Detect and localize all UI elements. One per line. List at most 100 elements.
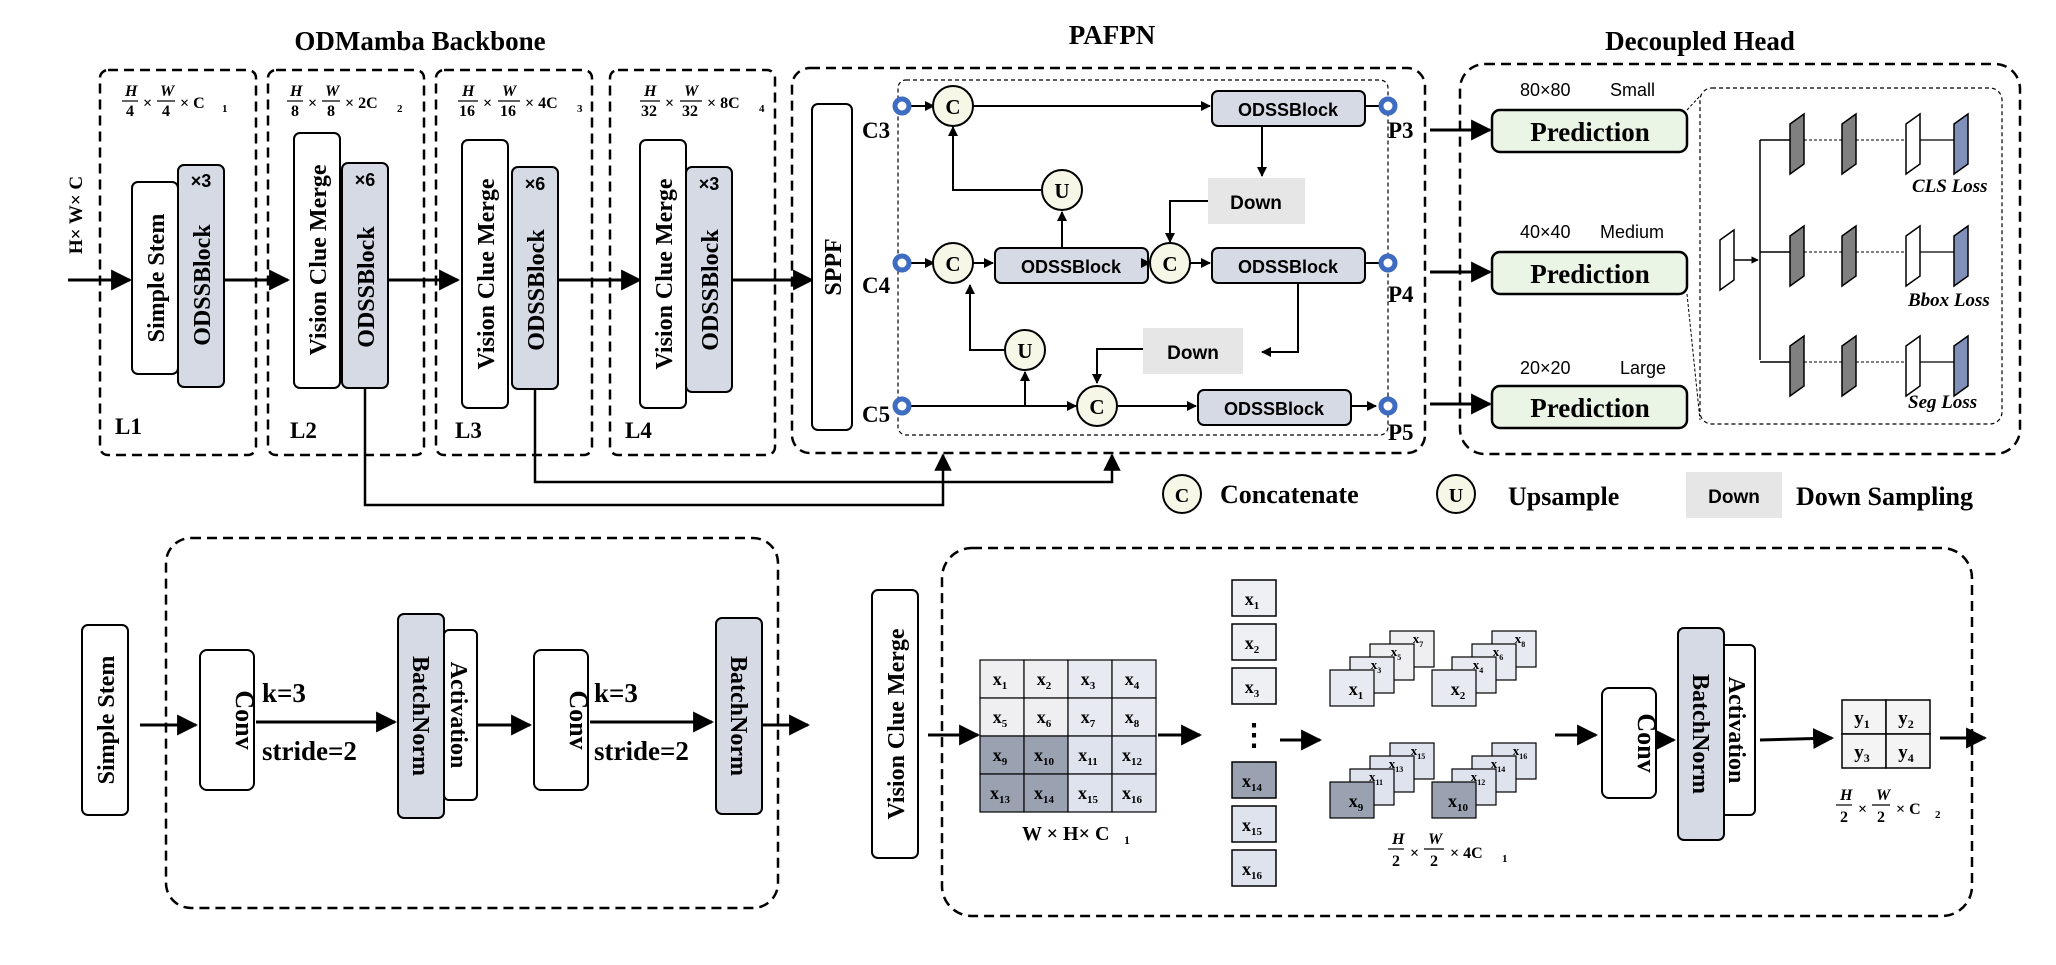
pafpn: SPPF C3 C4 C5 P3 P4 P5 C ODSSBlock U Dow… [790,66,1427,455]
out-cap-b: 2 [1840,809,1848,826]
sppf-label: SPPF [821,238,847,295]
stacked-patch-label: x16 [1513,743,1528,761]
prediction-large [1490,384,1689,430]
upsample-node-1-label: U [1054,179,1069,203]
sequence-token [1231,849,1277,887]
sequence-token [1231,805,1277,843]
prediction-large-label: Prediction [1530,393,1649,423]
patch-cell-label: x9 [993,745,1008,768]
odss-p5 [1197,389,1352,426]
stem-param-k-1: k=3 [262,678,306,708]
output-cell [1885,733,1931,769]
odss-c4-label: ODSSBlock [1021,257,1122,277]
stage-l2-box [266,68,426,457]
output-cell [1841,733,1887,769]
odss-p5-label: ODSSBlock [1224,399,1325,419]
dim-l1-sub: 1 [222,103,228,115]
output-cell-label: y4 [1898,742,1914,765]
port-c4 [892,253,912,273]
vcm-stack-caption: H 2 × W 2 × 4C 1 [1388,831,1508,870]
sequence-token-label: x15 [1242,815,1263,838]
port-p4 [1378,253,1398,273]
dim-l2-tail: × 2C [345,95,378,112]
svg-text:×: × [1410,845,1419,862]
pafpn-outer-box [790,66,1427,455]
svg-text:×: × [1858,801,1867,818]
patch-cell [1023,659,1069,699]
stage-l2-dim: H 8 × W 8 × 2C 2 [287,83,403,120]
stacked-patch-label: x14 [1491,756,1506,774]
patch-cell [1023,773,1069,813]
sequence-token [1231,761,1277,799]
patch-cell [979,659,1025,699]
dim-l4-tail: × 8C [707,95,740,112]
patch-cell-label: x10 [1034,745,1055,768]
stacked-patch-label: x8 [1515,631,1526,649]
head-inner-box [1699,87,2003,425]
stack-cap-sub: 1 [1502,853,1508,865]
port-c5 [892,396,912,416]
patch-cell [1067,697,1113,737]
patch-cell [1111,773,1157,813]
upsample-node-2-label: U [1017,339,1032,363]
skip-l2-to-c4 [533,389,1121,484]
patch-cell-label: x5 [993,707,1008,730]
patch-cell-label: x6 [1037,707,1052,730]
dim-l2-a: H [289,83,303,100]
legend-upsample-label: Upsample [1508,482,1619,511]
stage-l1-box [98,68,258,457]
stage-l4-dim: H 32 × W 32 × 8C 4 [640,83,765,120]
dim-l2-d: 8 [327,103,335,120]
patch-cell-label: x11 [1078,745,1097,768]
dim-l2-c: W [325,83,341,100]
legend-upsample-symbol: U [1449,485,1463,507]
stacked-patch-label: x12 [1471,769,1486,787]
output-cell [1885,699,1931,735]
p4-label: P4 [1388,282,1414,307]
stack-cap-c: W [1428,831,1444,848]
stem-param-s-1: stride=2 [262,736,357,766]
vcm-label-l3: Vision Clue Merge [474,178,500,369]
svg-text:×: × [143,95,152,112]
dim-l4-a: H [643,83,657,100]
odss-label-l4: ODSSBlock [698,229,724,351]
vcm-grid-caption-sub: 1 [1124,833,1130,847]
dim-l4-sub: 4 [759,103,765,115]
stem-detail-box [164,536,780,910]
output-cell-label: y1 [1854,708,1870,731]
vcm-ellipsis: ⋮ [1239,719,1269,752]
pred-size-large: 20×20 [1520,358,1571,378]
stem-conv-2-label: Conv [564,690,593,749]
svg-text:×: × [665,95,674,112]
stack-cap-tail: × 4C [1450,845,1483,862]
odss-label-l1: ODSSBlock [190,224,216,346]
prediction-medium [1490,250,1689,296]
stem-param-k-2: k=3 [594,678,638,708]
prediction-small-label: Prediction [1530,117,1649,147]
stage-l1-id: L1 [115,414,142,439]
stacked-patch [1329,781,1375,819]
vcm-block-l2 [293,132,341,389]
concat-node-4-label: C [1089,395,1104,419]
prediction-medium-label: Prediction [1530,259,1649,289]
legend-concat-label: Concatenate [1220,480,1359,509]
sequence-token-label: x1 [1245,589,1260,612]
vcm-batchnorm-label: BatchNorm [1687,674,1713,794]
vcm-conv-label: Conv [1632,713,1661,772]
c3-label: C3 [862,118,890,143]
patch-cell-label: x4 [1125,669,1140,692]
out-cap-sub: 2 [1935,809,1941,821]
vcm-activation-label: Activation [1723,677,1749,784]
pafpn-title: PAFPN [1069,20,1156,50]
sequence-token [1231,667,1277,705]
stage-l3-dim: H 16 × W 16 × 4C 3 [458,83,583,120]
stacked-patch-label: x2 [1451,679,1466,702]
patch-cell-label: x3 [1081,669,1096,692]
odss-p4 [1211,247,1366,284]
prediction-small [1490,108,1689,154]
stage-l4-box [608,68,777,457]
bbox-loss-label: Bbox Loss [1907,290,1990,311]
patch-cell-label: x16 [1122,783,1143,806]
repeat-l2: ×6 [355,170,376,190]
